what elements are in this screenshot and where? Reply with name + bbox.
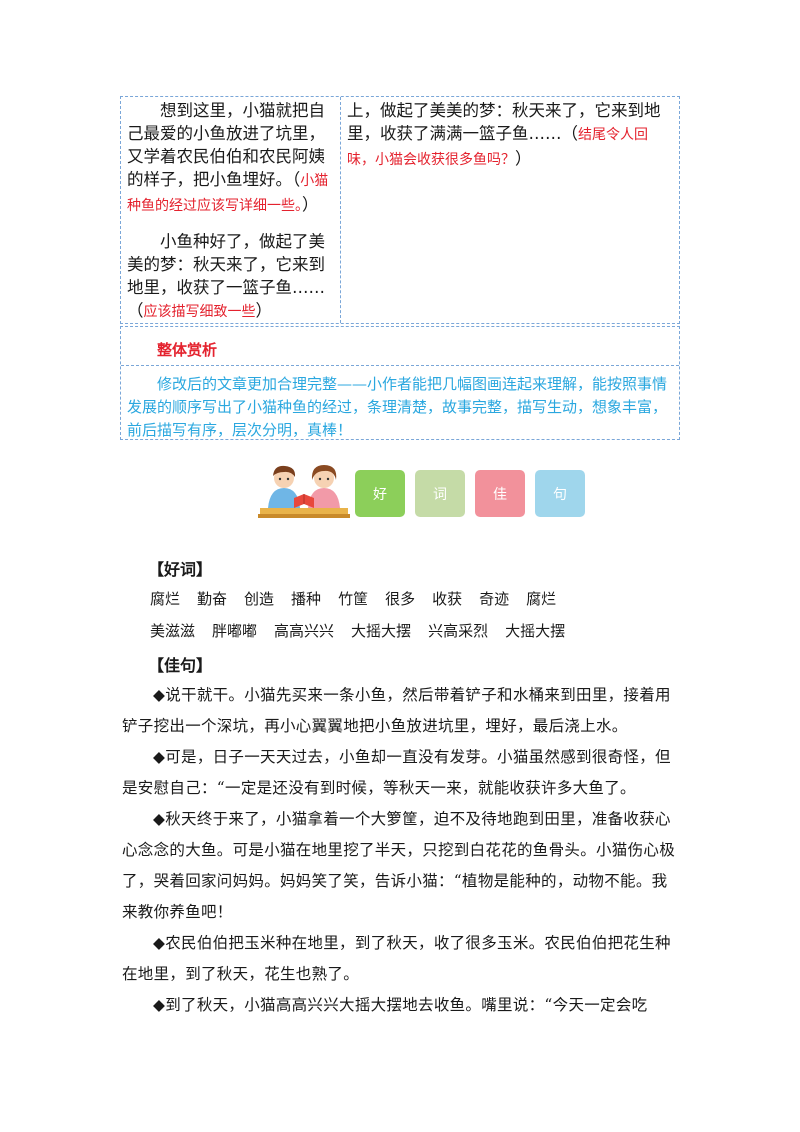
- original-text-cell: 想到这里，小猫就把自己最爱的小鱼放进了坑里，又学着农民伯伯和农民阿姨的样子，把小…: [127, 99, 337, 324]
- sentence-item: ◆说干就干。小猫先买来一条小鱼，然后带着铲子和水桶来到田里，接着用铲子挖出一个深…: [122, 686, 671, 735]
- tile-label: 佳: [493, 486, 507, 503]
- word: 胖嘟嘟: [212, 622, 258, 640]
- word: 竹筐: [338, 590, 369, 608]
- teacher-comment: 应该描写细致一些: [143, 304, 256, 320]
- revised-text-cell: 上，做起了美美的梦：秋天来了，它来到地里，收获了满满一篮子鱼……（结尾令人回味，…: [347, 99, 673, 172]
- good-sentences-title: 【佳句】: [148, 656, 213, 675]
- good-words-row-2: 美滋滋胖嘟嘟高高兴兴大摇大摆兴高采烈大摇大摆: [150, 620, 582, 641]
- paragraph-text: 想到这里，小猫就把自己最爱的小鱼放进了坑里，又学着农民伯伯和农民阿姨的样子，把小…: [127, 101, 325, 189]
- word: 奇迹: [479, 590, 510, 608]
- analysis-text: 修改后的文章更加合理完整——小作者能把几幅图画连起来理解，能按照事情发展的顺序写…: [127, 375, 668, 439]
- good-sentences-list: ◆说干就干。小猫先买来一条小鱼，然后带着铲子和水桶来到田里，接着用铲子挖出一个深…: [122, 680, 680, 1021]
- word: 大摇大摆: [505, 622, 566, 640]
- teacher-comment: 结尾令人回味，小猫会收获很多鱼吗？: [347, 127, 648, 168]
- original-paragraph-1: 想到这里，小猫就把自己最爱的小鱼放进了坑里，又学着农民伯伯和农民阿姨的样子，把小…: [127, 99, 337, 218]
- divider: [121, 365, 679, 366]
- tile-label: 词: [433, 486, 447, 503]
- word: 大摇大摆: [351, 622, 412, 640]
- comparison-table: 想到这里，小猫就把自己最爱的小鱼放进了坑里，又学着农民伯伯和农民阿姨的样子，把小…: [120, 96, 680, 324]
- teacher-comment: 小猫种鱼的经过应该写详细一些。: [127, 173, 329, 214]
- word: 播种: [291, 590, 322, 608]
- tile-hao: 好: [355, 470, 405, 517]
- good-words-title: 【好词】: [148, 560, 213, 579]
- tile-label: 句: [553, 486, 567, 503]
- reading-kids-illustration: [258, 465, 350, 518]
- paragraph-text: 小鱼种好了，做起了美美的梦：秋天来了，它来到地里，收获了一篮子鱼……（: [127, 232, 325, 320]
- column-divider: [340, 97, 341, 323]
- word: 收获: [432, 590, 463, 608]
- tile-ju: 句: [535, 470, 585, 517]
- word: 创造: [244, 590, 275, 608]
- closing-paren: ）: [302, 195, 319, 214]
- closing-paren: ）: [515, 149, 532, 168]
- sentence-item: ◆到了秋天，小猫高高兴兴大摇大摆地去收鱼。嘴里说：“今天一定会吃: [153, 996, 648, 1014]
- paragraph-text: 上，做起了美美的梦：秋天来了，它来到地里，收获了满满一篮子鱼……（: [347, 101, 661, 143]
- tile-ci: 词: [415, 470, 465, 517]
- tile-jia: 佳: [475, 470, 525, 517]
- word: 腐烂: [526, 590, 557, 608]
- revised-paragraph: 上，做起了美美的梦：秋天来了，它来到地里，收获了满满一篮子鱼……（结尾令人回味，…: [347, 99, 673, 172]
- word: 很多: [385, 590, 416, 608]
- overall-analysis-box: 整体赏析 修改后的文章更加合理完整——小作者能把几幅图画连起来理解，能按照事情发…: [120, 326, 680, 440]
- sentence-item: ◆秋天终于来了，小猫拿着一个大箩筐，迫不及待地跑到田里，准备收获心心念念的大鱼。…: [122, 810, 676, 921]
- word: 高高兴兴: [274, 622, 335, 640]
- good-words-row-1: 腐烂勤奋创造播种竹筐很多收获奇迹腐烂: [150, 588, 573, 609]
- closing-paren: ）: [255, 301, 273, 320]
- analysis-title: 整体赏析: [157, 341, 218, 359]
- original-paragraph-2: 小鱼种好了，做起了美美的梦：秋天来了，它来到地里，收获了一篮子鱼……（应该描写细…: [127, 230, 337, 324]
- sentence-item: ◆农民伯伯把玉米种在地里，到了秋天，收了很多玉米。农民伯伯把花生种在地里，到了秋…: [122, 934, 671, 983]
- tile-label: 好: [373, 486, 387, 503]
- word: 勤奋: [197, 590, 228, 608]
- sentence-item: ◆可是，日子一天天过去，小鱼却一直没有发芽。小猫虽然感到很奇怪，但是安慰自己：“…: [122, 748, 671, 797]
- word: 腐烂: [150, 590, 181, 608]
- word: 兴高采烈: [428, 622, 489, 640]
- word: 美滋滋: [150, 622, 196, 640]
